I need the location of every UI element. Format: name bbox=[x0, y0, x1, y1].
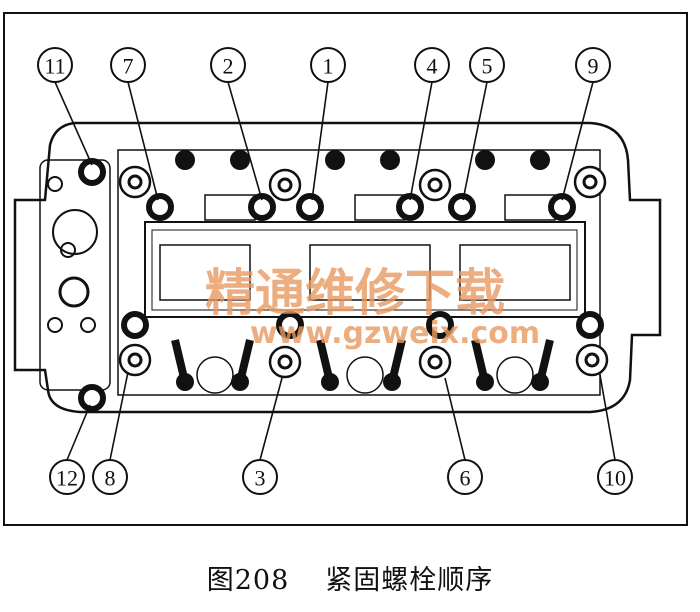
bolt bbox=[296, 193, 324, 221]
sequence-label-11: 11 bbox=[37, 47, 73, 83]
label-number: 7 bbox=[123, 54, 134, 79]
sequence-label-12: 12 bbox=[49, 459, 85, 495]
label-number: 3 bbox=[255, 466, 266, 491]
washer-bolt bbox=[118, 165, 152, 199]
figure-caption: 图208 紧固螺栓顺序 bbox=[0, 558, 700, 597]
bolts bbox=[78, 158, 609, 412]
label-number: 5 bbox=[482, 54, 493, 79]
sequence-label-9: 9 bbox=[575, 47, 611, 83]
leader-line bbox=[561, 81, 594, 201]
label-number: 8 bbox=[105, 466, 116, 491]
bolt bbox=[576, 311, 604, 339]
caption-text: 紧固螺栓顺序 bbox=[325, 565, 494, 596]
bolt bbox=[448, 193, 476, 221]
bolt bbox=[146, 193, 174, 221]
label-number: 2 bbox=[223, 54, 234, 79]
washer-bolt bbox=[573, 165, 607, 199]
leader-line bbox=[109, 371, 129, 461]
leader-line bbox=[227, 81, 263, 201]
leader-line bbox=[259, 377, 283, 461]
leader-line bbox=[599, 374, 616, 461]
washer-bolt bbox=[418, 168, 452, 202]
label-number: 1 bbox=[323, 54, 334, 79]
sequence-label-8: 8 bbox=[92, 459, 128, 495]
bolt bbox=[78, 158, 106, 186]
washer-bolt bbox=[268, 345, 302, 379]
sequence-label-4: 4 bbox=[414, 47, 450, 83]
sequence-label-10: 10 bbox=[597, 459, 633, 495]
bolt bbox=[548, 193, 576, 221]
label-number: 12 bbox=[56, 466, 78, 491]
sequence-label-6: 6 bbox=[447, 459, 483, 495]
bolt bbox=[276, 311, 304, 339]
sequence-label-7: 7 bbox=[110, 47, 146, 83]
leader-line bbox=[444, 377, 466, 461]
bolt bbox=[426, 311, 454, 339]
leader-line bbox=[462, 81, 488, 201]
washer-bolt bbox=[268, 168, 302, 202]
label-number: 10 bbox=[604, 466, 626, 491]
washer-bolt bbox=[118, 343, 152, 377]
sequence-label-2: 2 bbox=[210, 47, 246, 83]
leader-line bbox=[409, 81, 433, 201]
sequence-label-3: 3 bbox=[242, 459, 278, 495]
label-number: 4 bbox=[427, 54, 438, 79]
leader-line bbox=[311, 81, 329, 201]
sequence-label-1: 1 bbox=[310, 47, 346, 83]
leader-line bbox=[54, 81, 93, 166]
watermark-cn: 精通维修下载 bbox=[205, 264, 505, 322]
caption-number: 图208 bbox=[206, 565, 290, 596]
label-number: 6 bbox=[460, 466, 471, 491]
watermark-url: www.gzweix.com bbox=[250, 316, 540, 351]
bolt bbox=[78, 384, 106, 412]
leader-line bbox=[127, 81, 159, 201]
sequence-label-5: 5 bbox=[469, 47, 505, 83]
label-number: 9 bbox=[588, 54, 599, 79]
bolt bbox=[121, 311, 149, 339]
figure-frame bbox=[3, 12, 688, 526]
leader-line bbox=[66, 404, 91, 461]
washer-bolt bbox=[575, 343, 609, 377]
bolt bbox=[248, 193, 276, 221]
washer-bolt bbox=[418, 345, 452, 379]
label-number: 11 bbox=[44, 54, 65, 79]
